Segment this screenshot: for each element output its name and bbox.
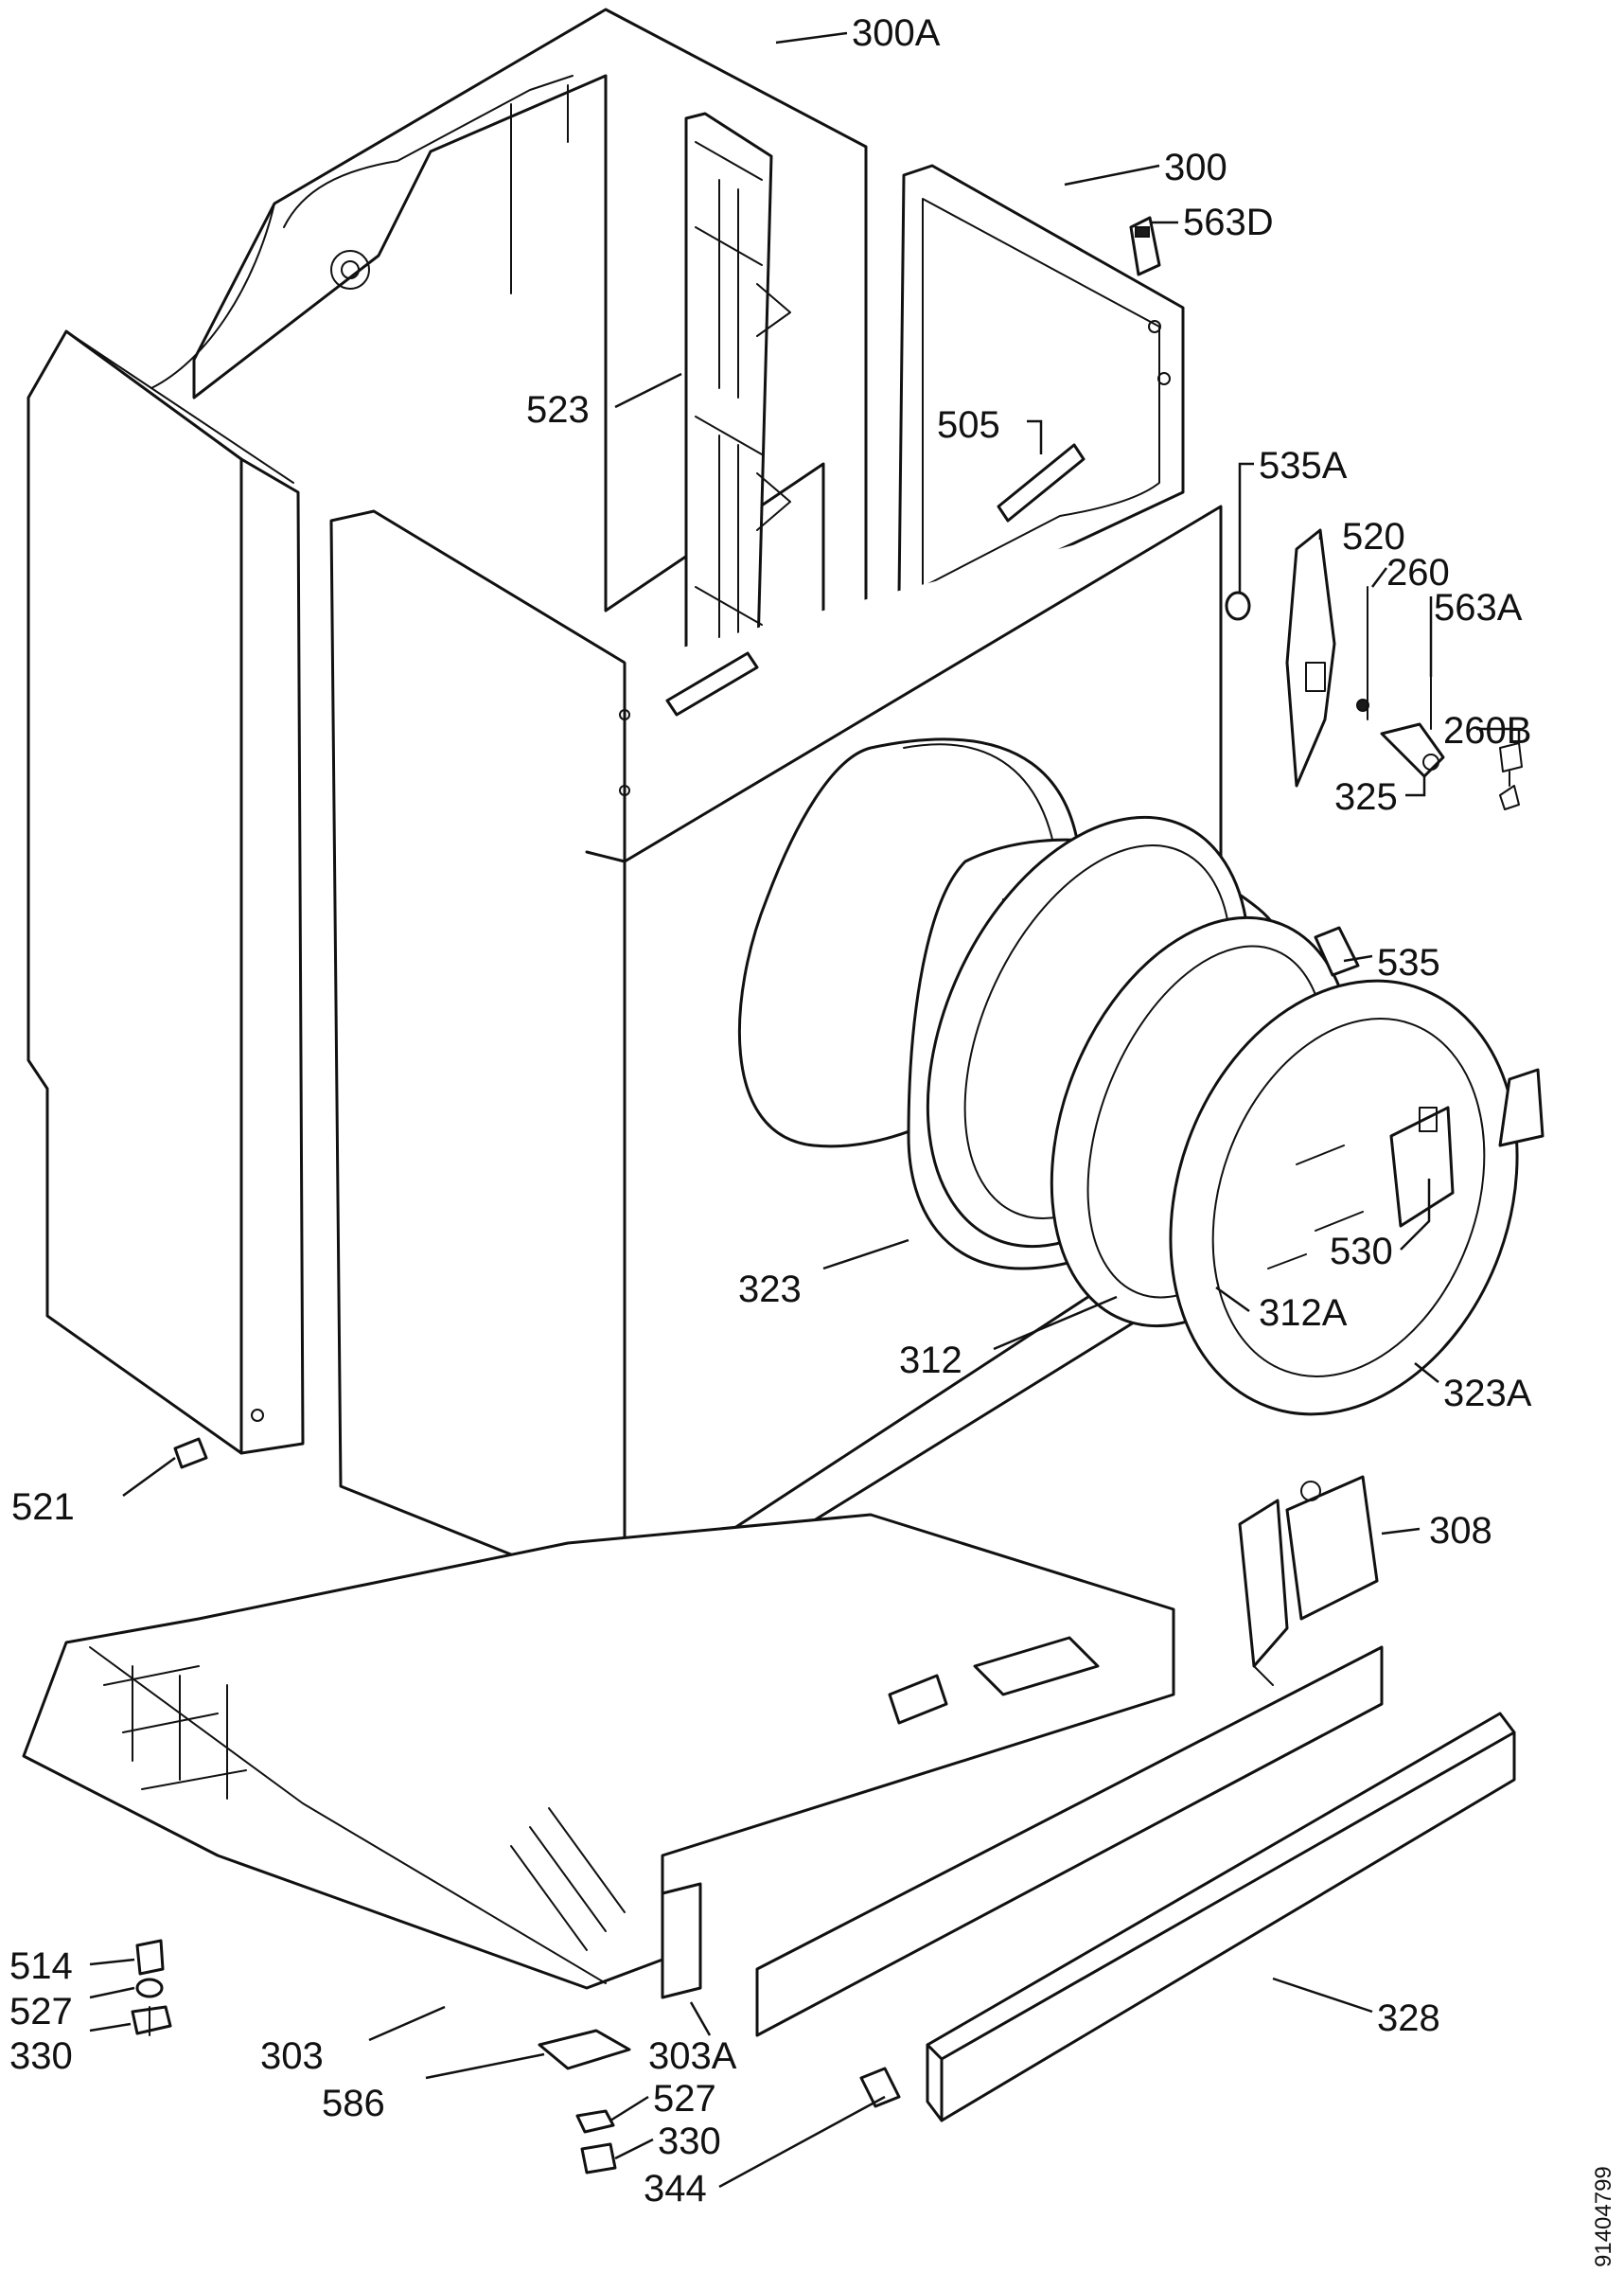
label-563A: 563A [1434,587,1523,629]
label-300: 300 [1164,147,1227,188]
top-clip [1129,216,1161,276]
label-521: 521 [11,1486,75,1528]
hinge-pin [1314,926,1360,977]
label-514: 514 [9,1945,73,1987]
label-535: 535 [1377,942,1440,984]
label-330-left: 330 [9,2035,73,2077]
label-523: 523 [526,389,590,431]
left-side-panel [26,329,305,1455]
rail-tube [665,651,759,717]
foot-hardware-center [538,2029,901,2174]
label-323A: 323A [1443,1373,1532,1414]
rear-rail [684,112,791,683]
label-527-left: 527 [9,1991,73,2032]
label-312A: 312A [1259,1292,1348,1334]
label-328: 328 [1377,1997,1440,2039]
hinge-bracket [1238,1475,1379,1686]
label-308: 308 [1429,1510,1492,1552]
label-520: 520 [1342,516,1405,558]
label-260: 260 [1386,552,1450,594]
door-outer-ring [1169,979,1545,1416]
stopper [1225,591,1251,621]
label-325: 325 [1334,776,1398,818]
label-303A: 303A [648,2035,737,2077]
front-panel [329,505,1223,1640]
leader-lines [89,31,1521,2189]
foot-hardware-left [131,1939,172,2036]
plinth [926,1712,1516,2122]
label-312: 312 [899,1340,962,1381]
label-303: 303 [260,2035,324,2077]
label-530: 530 [1330,1231,1393,1272]
label-330-center: 330 [658,2121,721,2162]
label-586: 586 [322,2083,385,2124]
screw-521 [173,1437,208,1469]
label-323: 323 [738,1269,802,1310]
base-frame [22,1513,1175,1999]
support-tube [997,443,1086,523]
label-535A: 535A [1259,445,1348,487]
label-563D: 563D [1183,202,1274,243]
drawing-code: 91404799 [1591,2166,1616,2267]
kick-plate [755,1645,1384,2037]
label-344: 344 [644,2168,707,2210]
label-527-center: 527 [653,2078,716,2120]
label-260B: 260B [1443,710,1531,752]
label-505: 505 [937,404,1000,446]
label-300A: 300A [852,12,941,54]
part-labels: 300A 300 563D 523 505 535A 520 260 563A … [9,12,1532,2210]
